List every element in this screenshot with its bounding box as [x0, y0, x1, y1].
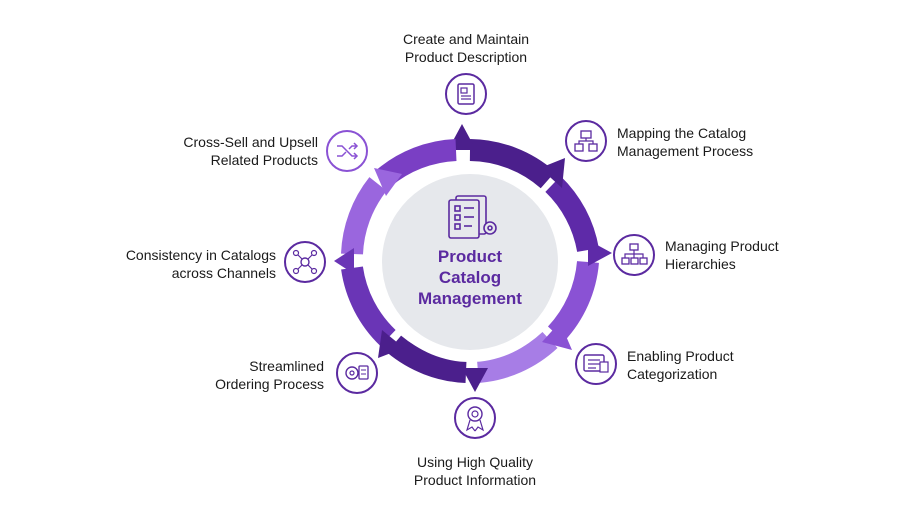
ring-segment-7	[341, 177, 387, 255]
cycle-ring	[334, 124, 612, 392]
label-high-quality-info: Using High Quality Product Information	[413, 454, 537, 488]
ring-arrow-2	[540, 158, 565, 188]
ring-arrow-8	[374, 168, 402, 196]
catalog-settings-icon	[448, 195, 497, 239]
label-streamlined-ordering: Streamlined Ordering Process	[215, 358, 324, 392]
network-icon	[284, 241, 326, 283]
ring-segment-1	[469, 139, 556, 189]
quality-badge-icon	[454, 397, 496, 439]
hierarchy-icon	[613, 234, 655, 276]
flowchart-icon	[565, 120, 607, 162]
gear-checklist-icon	[336, 352, 378, 394]
label-mapping-process: Mapping the Catalog Management Process	[617, 125, 754, 159]
label-create-description: Create and Maintain Product Description	[402, 31, 530, 65]
ring-arrow-3	[588, 240, 612, 266]
label-cross-sell: Cross-Sell and Upsell Related Products	[183, 134, 318, 168]
ring-arrow-6	[378, 330, 404, 358]
ring-segment-2	[545, 176, 599, 253]
ring-arrow-4	[542, 322, 572, 350]
shuffle-icon	[326, 130, 368, 172]
badges	[284, 73, 655, 439]
label-managing-hierarchies: Managing Product Hierarchies	[665, 238, 779, 272]
ring-arrow-7	[334, 248, 354, 274]
label-enabling-categorization: Enabling Product Categorization	[627, 348, 734, 382]
center-title: Product Catalog Management	[418, 247, 522, 308]
label-consistency-catalogs: Consistency in Catalogs across Channels	[125, 247, 276, 281]
document-icon	[445, 73, 487, 115]
center-disk	[382, 174, 558, 350]
category-list-icon	[575, 343, 617, 385]
ring-arrow-5	[462, 368, 488, 392]
